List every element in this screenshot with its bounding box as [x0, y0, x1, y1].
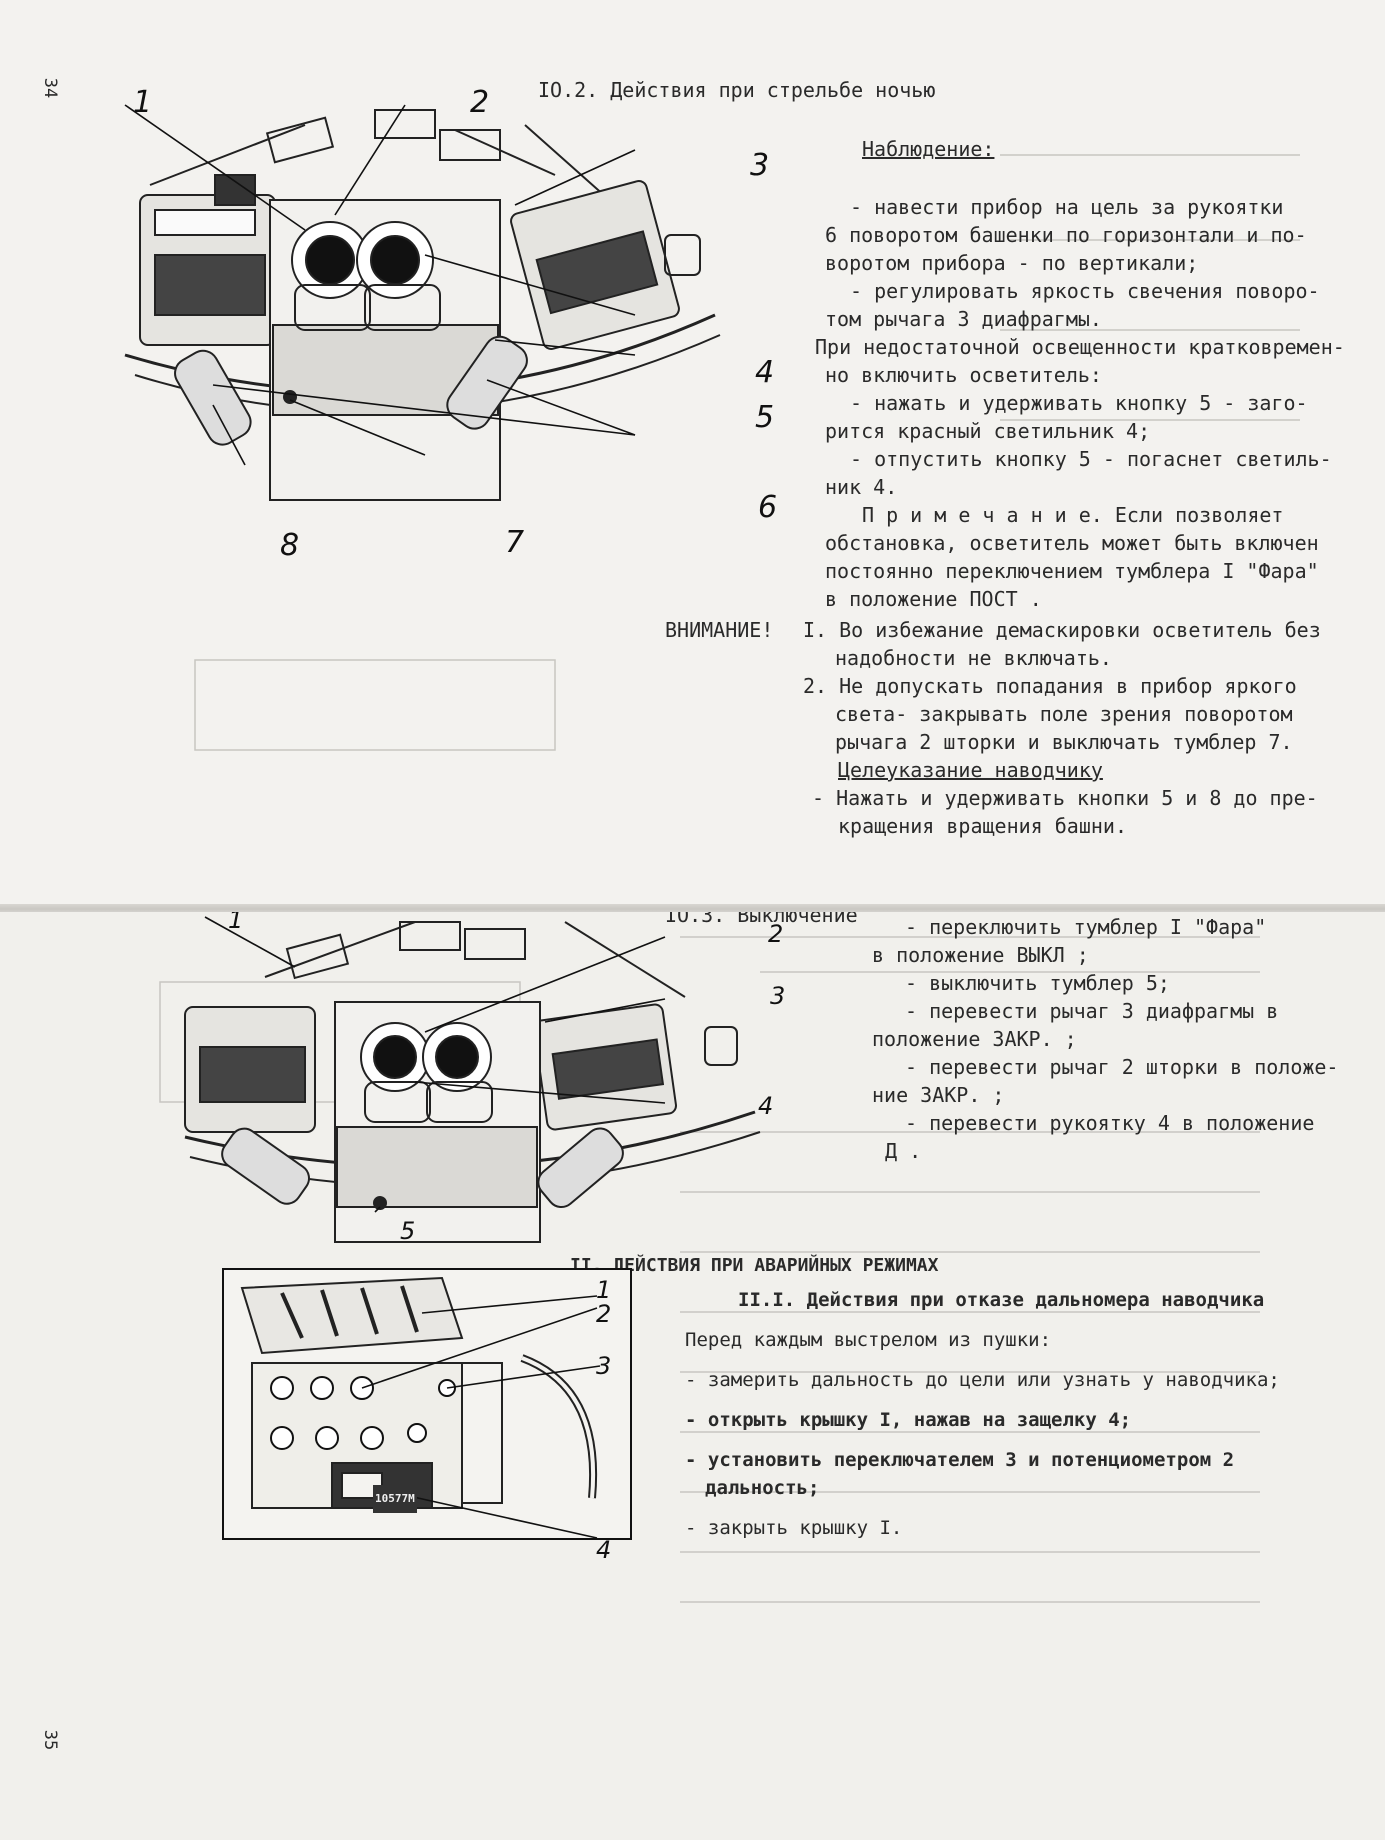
note-line: в положение ПОСТ . [825, 587, 1042, 611]
page-fold [0, 904, 1385, 914]
page-35: 35 [0, 912, 1385, 1840]
step-line: дальность; [705, 1477, 820, 1499]
callout-1: 1 [133, 85, 153, 120]
note-line: П р и м е ч а н и е. Если позволяет [862, 503, 1284, 527]
attention-line: надобности не включать. [835, 646, 1112, 670]
note-line: постоянно переключением тумблера I "Фара… [825, 559, 1319, 583]
callout-4: 4 [755, 355, 775, 390]
attention-line: I. Во избежание демаскировки осветитель … [803, 618, 1321, 642]
step-line: - открыть крышку I, нажав на защелку 4; [685, 1409, 1132, 1431]
attention-line: 2. Не допускать попадания в прибор ярког… [803, 674, 1297, 698]
callout-2: 2 [768, 920, 784, 948]
panel-callout-3: 3 [596, 1352, 612, 1380]
night-sight-diagram [124, 104, 721, 501]
note-line: обстановка, осветитель может быть включе… [825, 531, 1319, 555]
text-line: При недостаточной освещенности кратковре… [815, 335, 1345, 359]
text-line: том рычага 3 диафрагмы. [825, 307, 1102, 331]
text-line: - отпустить кнопку 5 - погаснет светиль- [850, 447, 1332, 471]
callout-6: 6 [758, 490, 778, 525]
target-heading: Целеуказание наводчику [838, 758, 1103, 782]
text-line: - перевести рукоятку 4 в положение [905, 1111, 1315, 1135]
target-line: кращения вращения башни. [838, 814, 1127, 838]
step-line: - закрыть крышку I. [685, 1517, 903, 1539]
callout-3: 3 [770, 982, 786, 1010]
attention-line: света- закрывать поле зрения поворотом [835, 702, 1293, 726]
night-sight-shutdown-diagram [184, 916, 761, 1243]
text-line: - регулировать яркость свечения поворо- [850, 279, 1320, 303]
target-line: - Нажать и удерживать кнопки 5 и 8 до пр… [812, 786, 1318, 810]
callout-1: 1 [228, 912, 244, 934]
callout-3: 3 [750, 148, 770, 183]
attention-label: ВНИМАНИЕ! [665, 618, 774, 642]
text-line: Д . [885, 1139, 922, 1163]
attention-line: рычага 2 шторки и выключать тумблер 7. [835, 730, 1293, 754]
text-line: ник 4. [825, 475, 898, 499]
text-line: воротом прибора - по вертикали; [825, 251, 1199, 275]
section-title: IO.2. Действия при стрельбе ночью [538, 78, 936, 102]
step-line: - установить переключателем 3 и потенцио… [685, 1449, 1235, 1471]
panel-callout-4: 4 [596, 1536, 612, 1564]
panel-callout-2: 2 [596, 1300, 612, 1328]
page-34: 34 [0, 0, 1385, 905]
text-line: положение ЗАКР. ; [872, 1027, 1077, 1051]
text-line: - переключить тумблер I "Фара" [905, 915, 1267, 939]
text-line: - нажать и удерживать кнопку 5 - заго- [850, 391, 1308, 415]
text-line: - перевести рычаг 2 шторки в положе- [905, 1055, 1339, 1079]
step-line: - замерить дальность до цели или узнать … [685, 1369, 1280, 1391]
text-line: 6 поворотом башенки по горизонтали и по- [825, 223, 1307, 247]
section-title: IO.3. Выключение [665, 912, 858, 927]
callout-5: 5 [755, 400, 775, 435]
text-line: но включить осветитель: [825, 363, 1102, 387]
text-line: - выключить тумблер 5; [905, 971, 1170, 995]
before-shot: Перед каждым выстрелом из пушки: [685, 1329, 1052, 1351]
observation-heading: Наблюдение: [862, 137, 995, 161]
text-line: ние ЗАКР. ; [872, 1083, 1005, 1107]
callout-8: 8 [280, 528, 300, 563]
text-line: - перевести рычаг 3 диафрагмы в [905, 999, 1279, 1023]
text-line: - навести прибор на цель за рукоятки [850, 195, 1284, 219]
callout-5: 5 [400, 1217, 416, 1245]
bleed-through-shadow [194, 154, 1300, 751]
callout-7: 7 [505, 525, 525, 560]
callout-2: 2 [470, 85, 490, 120]
rangefinder-title: II.I. Действия при отказе дальномера нав… [738, 1289, 1265, 1311]
text-line: рится красный светильник 4; [825, 419, 1151, 443]
callout-4: 4 [758, 1092, 774, 1120]
panel-callout-1: 1 [596, 1276, 612, 1304]
panel-label: 10577M [373, 1485, 417, 1513]
emergency-heading: II. ДЕЙСТВИЯ ПРИ АВАРИЙНЫХ РЕЖИМАХ [570, 1255, 939, 1276]
text-line: в положение ВЫКЛ ; [872, 943, 1089, 967]
rangefinder-panel-diagram [222, 1268, 632, 1540]
